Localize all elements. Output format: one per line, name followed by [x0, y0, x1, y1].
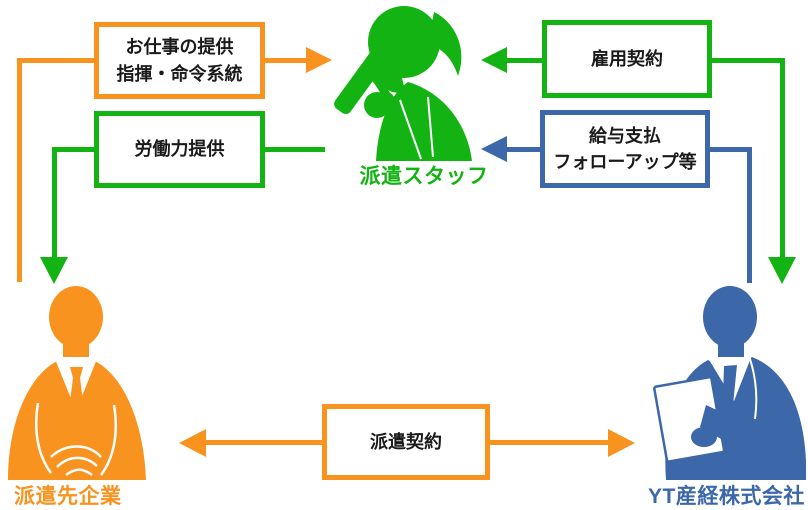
staff-label: 派遣スタッフ	[359, 165, 489, 188]
line-segment	[17, 58, 22, 282]
line-segment	[262, 58, 306, 63]
line-segment	[52, 149, 57, 257]
line-segment	[265, 147, 325, 152]
work-provision-line1: お仕事の提供	[125, 37, 234, 58]
salary-followup-line1: 給与支払	[589, 125, 661, 146]
arrowhead-left-icon	[481, 136, 507, 162]
line-segment	[17, 58, 99, 63]
line-segment	[505, 58, 545, 63]
employment-contract-line1: 雇用契約	[591, 48, 663, 69]
line-segment	[707, 147, 752, 152]
labor-provision-box: 労働力提供	[94, 111, 265, 188]
arrowhead-down-icon	[768, 257, 796, 284]
arrowhead-left-icon	[179, 429, 206, 457]
arrowhead-down-icon	[40, 257, 68, 284]
work-provision-line2: 指揮・命令系統	[116, 63, 243, 84]
arrowhead-left-icon	[481, 47, 507, 73]
work-provision-box: お仕事の提供 指揮・命令系統	[94, 22, 265, 99]
salary-followup-box: 給与支払 フォローアップ等	[540, 110, 710, 188]
client-label: 派遣先企業	[14, 485, 122, 508]
employment-contract-box: 雇用契約	[542, 20, 712, 98]
line-segment	[709, 58, 785, 63]
dispatch-staff-silhouette-icon	[334, 6, 472, 161]
salary-followup-line2: フォローアップ等	[553, 152, 697, 172]
client-company-silhouette-icon	[8, 286, 146, 480]
line-segment	[780, 58, 785, 257]
arrowhead-right-icon	[306, 47, 332, 73]
agency-label: YT産経株式会社	[648, 485, 805, 508]
agency-company-silhouette-icon	[653, 286, 806, 480]
labor-provision-line1: 労働力提供	[134, 139, 225, 160]
dispatch-contract-box: 派遣契約	[322, 404, 490, 480]
arrowhead-right-icon	[608, 429, 635, 457]
line-segment	[52, 147, 97, 152]
line-segment	[487, 440, 609, 445]
tie	[723, 365, 737, 405]
line-segment	[747, 149, 752, 283]
dispatch-contract-line1: 派遣契約	[370, 431, 442, 452]
line-segment	[204, 440, 325, 445]
line-segment	[505, 147, 543, 152]
